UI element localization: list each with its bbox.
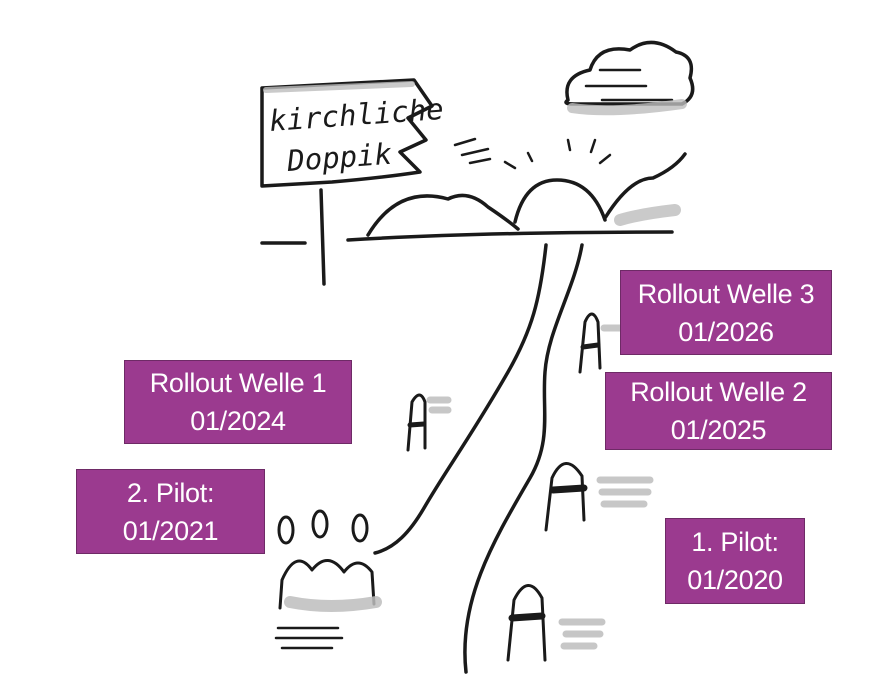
milestone-rollout-welle-2: Rollout Welle 2 01/2025 [605, 372, 832, 450]
milestone-date: 01/2020 [687, 565, 783, 595]
milestone-pilot-1: 1. Pilot: 01/2020 [665, 518, 805, 604]
cloud-icon [564, 40, 695, 106]
milestone-pilot-2: 2. Pilot: 01/2021 [76, 469, 265, 554]
sun-rays [503, 138, 612, 170]
milestone-title: Rollout Welle 2 [630, 377, 807, 407]
milestone-date: 01/2025 [670, 415, 767, 445]
milestone-rollout-welle-3: Rollout Welle 3 01/2026 [620, 270, 832, 355]
tree-stakes [406, 312, 602, 662]
milestone-title: Rollout Welle 1 [149, 368, 327, 398]
milestone-date: 01/2021 [122, 515, 219, 546]
people-group [277, 509, 376, 610]
milestone-date: 01/2026 [678, 316, 774, 347]
sign-line-2: Doppik [285, 137, 393, 178]
milestone-date: 01/2024 [190, 406, 286, 436]
milestone-rollout-welle-1: Rollout Welle 1 01/2024 [124, 360, 352, 444]
milestone-title: Rollout Welle 3 [637, 278, 815, 309]
milestone-title: 1. Pilot: [691, 527, 779, 557]
milestone-title: 2. Pilot: [126, 477, 215, 508]
